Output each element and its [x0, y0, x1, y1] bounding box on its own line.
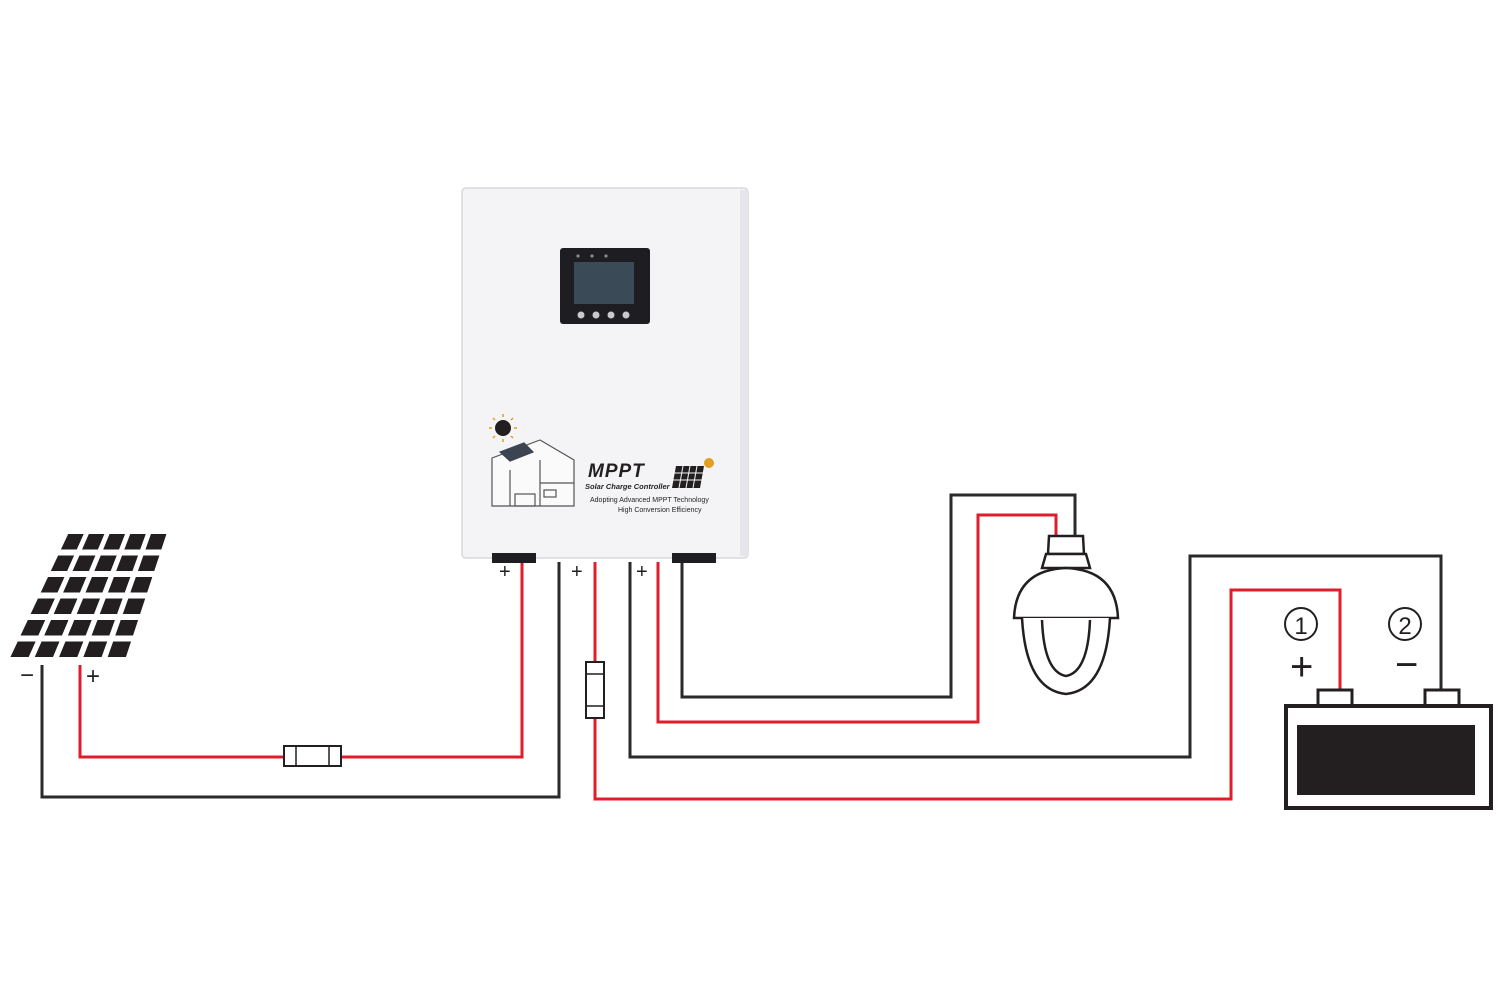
solar-cell [116, 555, 139, 572]
solar-cell [50, 555, 75, 572]
sun-icon [489, 414, 517, 442]
solar-cell [107, 576, 131, 593]
battery-icon [1284, 688, 1493, 810]
wires [40, 493, 1443, 801]
solar-cell [60, 533, 84, 550]
load-terminal-positive-label: + [636, 561, 648, 583]
solar-cell [85, 576, 109, 593]
solar-cell [34, 641, 60, 658]
pv-negative-wire [40, 562, 561, 799]
solar-cell [40, 576, 65, 593]
solar-cell [44, 619, 69, 636]
solar-cell [145, 533, 167, 550]
battery-positive-wire [593, 562, 1342, 801]
pv-terminal-block [492, 553, 536, 563]
button-1[interactable] [577, 311, 585, 319]
solar-cell [67, 619, 92, 636]
battery-terminal-positive-label: + [571, 561, 583, 583]
solar-cell [83, 641, 108, 658]
battery-negative-wire [628, 554, 1443, 759]
solar-cell [124, 533, 146, 550]
lcd-screen [574, 262, 634, 304]
solar-cell [122, 598, 146, 615]
solar-cell [10, 641, 36, 658]
load-negative-wire [680, 493, 1077, 699]
solar-cell [72, 555, 96, 572]
solar-cell [76, 598, 101, 615]
panel-positive-label: + [86, 663, 100, 690]
mini-solar-logo-icon [672, 458, 714, 489]
brand-title: MPPT [588, 461, 645, 482]
load-positive-wire [656, 513, 1058, 724]
brand-subtitle: Solar Charge Controller [585, 482, 671, 491]
lamp-icon [1012, 534, 1120, 696]
solar-cell [63, 576, 87, 593]
solar-cell [107, 641, 132, 658]
battery-positive-label: + [1290, 645, 1313, 689]
solar-cell [94, 555, 117, 572]
battery-step-1-number: 1 [1294, 613, 1307, 640]
battery-negative-label: − [1395, 643, 1418, 687]
brand-tagline-2: High Conversion Efficiency [618, 507, 702, 514]
solar-cell [20, 619, 46, 636]
solar-cell [137, 555, 160, 572]
pv-fuse [283, 745, 342, 767]
solar-cell [130, 576, 153, 593]
solar-cell [99, 598, 123, 615]
button-2[interactable] [592, 311, 600, 319]
battery-step-2-number: 2 [1398, 613, 1411, 640]
battery-fuse [585, 661, 605, 719]
solar-cell [59, 641, 84, 658]
solar-cell [53, 598, 78, 615]
pv-terminal-positive-label: + [499, 561, 511, 583]
solar-panel [10, 533, 167, 658]
battery-step-2-badge: 2 [1388, 607, 1422, 641]
solar-cell [103, 533, 126, 550]
button-3[interactable] [607, 311, 615, 319]
load-terminal-block [672, 553, 716, 563]
house-icon [491, 439, 575, 507]
battery-step-1-badge: 1 [1284, 607, 1318, 641]
solar-cell [82, 533, 105, 550]
brand-tagline-1: Adopting Advanced MPPT Technology [590, 497, 709, 504]
solar-cell [91, 619, 115, 636]
solar-cell [30, 598, 55, 615]
solar-cell [115, 619, 139, 636]
button-4[interactable] [622, 311, 630, 319]
charge-controller: MPPT Solar Charge Controller Adopting Ad… [461, 187, 749, 563]
panel-negative-label: − [20, 662, 34, 689]
